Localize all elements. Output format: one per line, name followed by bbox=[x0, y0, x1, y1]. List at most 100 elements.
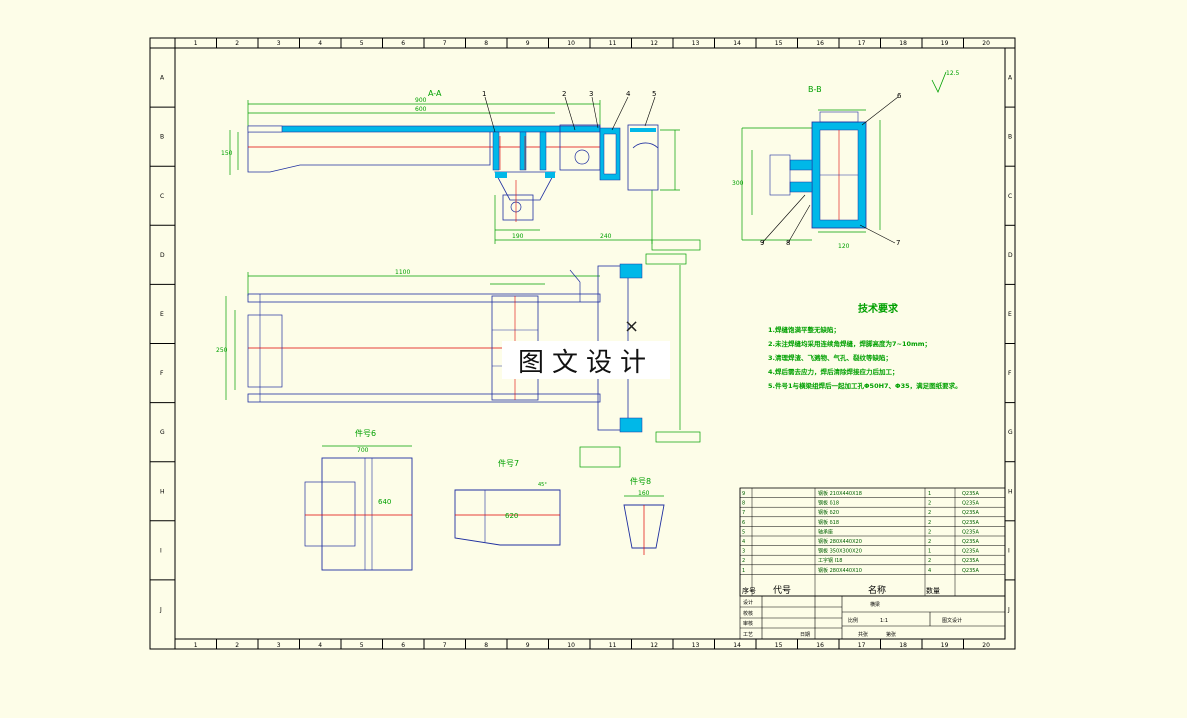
zone-row-letter: A bbox=[160, 75, 165, 82]
section-bb-view: B-B 300 120 6 7 9 8 bbox=[732, 70, 960, 250]
tb-scale: 1:1 bbox=[880, 618, 888, 624]
part-name: 钢板 210X440X18 bbox=[818, 490, 862, 497]
part8-view: 件号8 160 bbox=[623, 476, 665, 555]
tb-sheet-label: 共张 bbox=[858, 631, 868, 638]
tech-title: 技术要求 bbox=[858, 302, 899, 315]
balloon-1: 1 bbox=[482, 90, 486, 98]
zone-col-number: 8 bbox=[484, 642, 488, 649]
zone-row-letter: I bbox=[1008, 547, 1010, 554]
part-name: 钢板 δ18 bbox=[818, 500, 839, 507]
zone-col-number: 20 bbox=[982, 642, 990, 649]
zone-row-letter: I bbox=[160, 547, 162, 554]
dim-part7-len: 620 bbox=[505, 512, 518, 520]
balloon-5: 5 bbox=[652, 90, 656, 98]
balloon-7: 7 bbox=[896, 239, 900, 247]
header-qty: 数量 bbox=[926, 586, 940, 595]
tb-designer: 设计 bbox=[743, 599, 753, 606]
part-no: 2 bbox=[742, 558, 745, 564]
part7-view: 件号7 620 45° bbox=[454, 458, 561, 546]
zone-col-number: 5 bbox=[360, 642, 364, 649]
title-block-text: 设计 校核 审核 工艺 日期 横梁 比例 1:1 图文设计 共张 第张 bbox=[743, 599, 962, 638]
zone-row-letter: B bbox=[1008, 134, 1012, 141]
zone-row-letter: E bbox=[1008, 311, 1012, 318]
balloon-4: 4 bbox=[626, 90, 631, 98]
zone-col-number: 7 bbox=[443, 40, 447, 47]
zone-row-letter: D bbox=[1008, 252, 1013, 259]
zone-col-number: 17 bbox=[858, 642, 866, 649]
section-bb-label: B-B bbox=[808, 85, 822, 94]
zone-col-number: 18 bbox=[899, 40, 907, 47]
part8-label: 件号8 bbox=[630, 476, 651, 486]
zone-col-number: 19 bbox=[941, 40, 949, 47]
zone-col-number: 20 bbox=[982, 40, 990, 47]
zone-col-number: 9 bbox=[526, 642, 530, 649]
part6-label: 件号6 bbox=[355, 428, 376, 438]
dim-angle: 45° bbox=[538, 482, 547, 488]
tech-item-5: 5.件号1与横梁组焊后一起加工孔Φ50H7、Φ35，满足图纸要求。 bbox=[768, 381, 962, 390]
zone-col-number: 18 bbox=[899, 642, 907, 649]
zone-row-letter: J bbox=[1007, 606, 1010, 613]
part-no: 3 bbox=[742, 549, 745, 555]
part-material: Q235A bbox=[962, 501, 979, 507]
part-qty: 2 bbox=[928, 520, 931, 526]
zone-row-letter: C bbox=[160, 193, 164, 200]
section-aa-label: A-A bbox=[428, 89, 442, 98]
part-material: Q235A bbox=[962, 510, 979, 516]
zone-col-number: 10 bbox=[567, 642, 575, 649]
part-qty: 4 bbox=[928, 568, 931, 574]
zone-col-number: 1 bbox=[194, 40, 198, 47]
dim-plan-width: 250 bbox=[216, 347, 228, 354]
zone-row-letter: A bbox=[1008, 75, 1013, 82]
zone-row-letter: J bbox=[159, 606, 162, 613]
zone-row-letter: C bbox=[1008, 193, 1012, 200]
dim-section-height: 300 bbox=[732, 180, 744, 187]
balloon-9: 9 bbox=[760, 239, 764, 247]
zone-row-letter: H bbox=[160, 488, 165, 495]
zone-row-letter: D bbox=[160, 252, 165, 259]
zone-col-number: 13 bbox=[692, 642, 700, 649]
close-icon[interactable]: × bbox=[624, 316, 640, 337]
part-no: 9 bbox=[742, 491, 745, 497]
zone-col-number: 15 bbox=[775, 642, 783, 649]
part-material: Q235A bbox=[962, 558, 979, 564]
tech-item-4: 4.焊后需去应力，焊后清除焊接应力后加工； bbox=[768, 367, 899, 376]
part-name: 工字钢 I18 bbox=[818, 557, 842, 564]
tb-sheet-no: 第张 bbox=[886, 631, 896, 638]
part-no: 8 bbox=[742, 501, 745, 507]
zone-row-letter: H bbox=[1008, 488, 1013, 495]
zone-col-number: 11 bbox=[609, 40, 617, 47]
part-qty: 2 bbox=[928, 539, 931, 545]
zone-row-letter: F bbox=[160, 370, 164, 377]
part7-label: 件号7 bbox=[498, 458, 519, 468]
dim-side-height: 150 bbox=[221, 150, 233, 157]
zone-col-number: 2 bbox=[235, 40, 239, 47]
zone-col-number: 16 bbox=[816, 642, 824, 649]
balloon-6: 6 bbox=[897, 92, 902, 100]
zone-row-letter: F bbox=[1008, 370, 1012, 377]
zone-col-number: 16 bbox=[816, 40, 824, 47]
tb-process: 工艺 bbox=[743, 632, 753, 638]
part-name: 钢板 280X440X10 bbox=[818, 567, 862, 574]
zone-col-number: 3 bbox=[277, 642, 281, 649]
part-qty: 2 bbox=[928, 501, 931, 507]
roughness-value: 12.5 bbox=[946, 70, 960, 77]
zone-col-number: 8 bbox=[484, 40, 488, 47]
part-qty: 2 bbox=[928, 529, 931, 535]
technical-requirements: 技术要求 1.焊缝饱满平整无缺陷； 2.未注焊缝均采用连续角焊缝，焊脚高度为7~… bbox=[768, 302, 962, 390]
part-name: 钢板 350X300X20 bbox=[818, 548, 862, 555]
zone-col-number: 3 bbox=[277, 40, 281, 47]
part-material: Q235A bbox=[962, 529, 979, 535]
zone-col-number: 14 bbox=[733, 642, 741, 649]
watermark-banner: 图文设计 bbox=[502, 341, 670, 379]
zone-col-number: 19 bbox=[941, 642, 949, 649]
part-qty: 1 bbox=[928, 549, 931, 555]
part-name: 钢板 δ20 bbox=[818, 509, 839, 516]
part-no: 1 bbox=[742, 568, 745, 574]
zone-col-number: 12 bbox=[650, 642, 658, 649]
zone-row-letter: E bbox=[160, 311, 164, 318]
zone-col-number: 7 bbox=[443, 642, 447, 649]
zone-row-letter: G bbox=[160, 429, 165, 436]
header-name: 名称 bbox=[868, 584, 886, 596]
dim-section-width: 120 bbox=[838, 243, 850, 250]
